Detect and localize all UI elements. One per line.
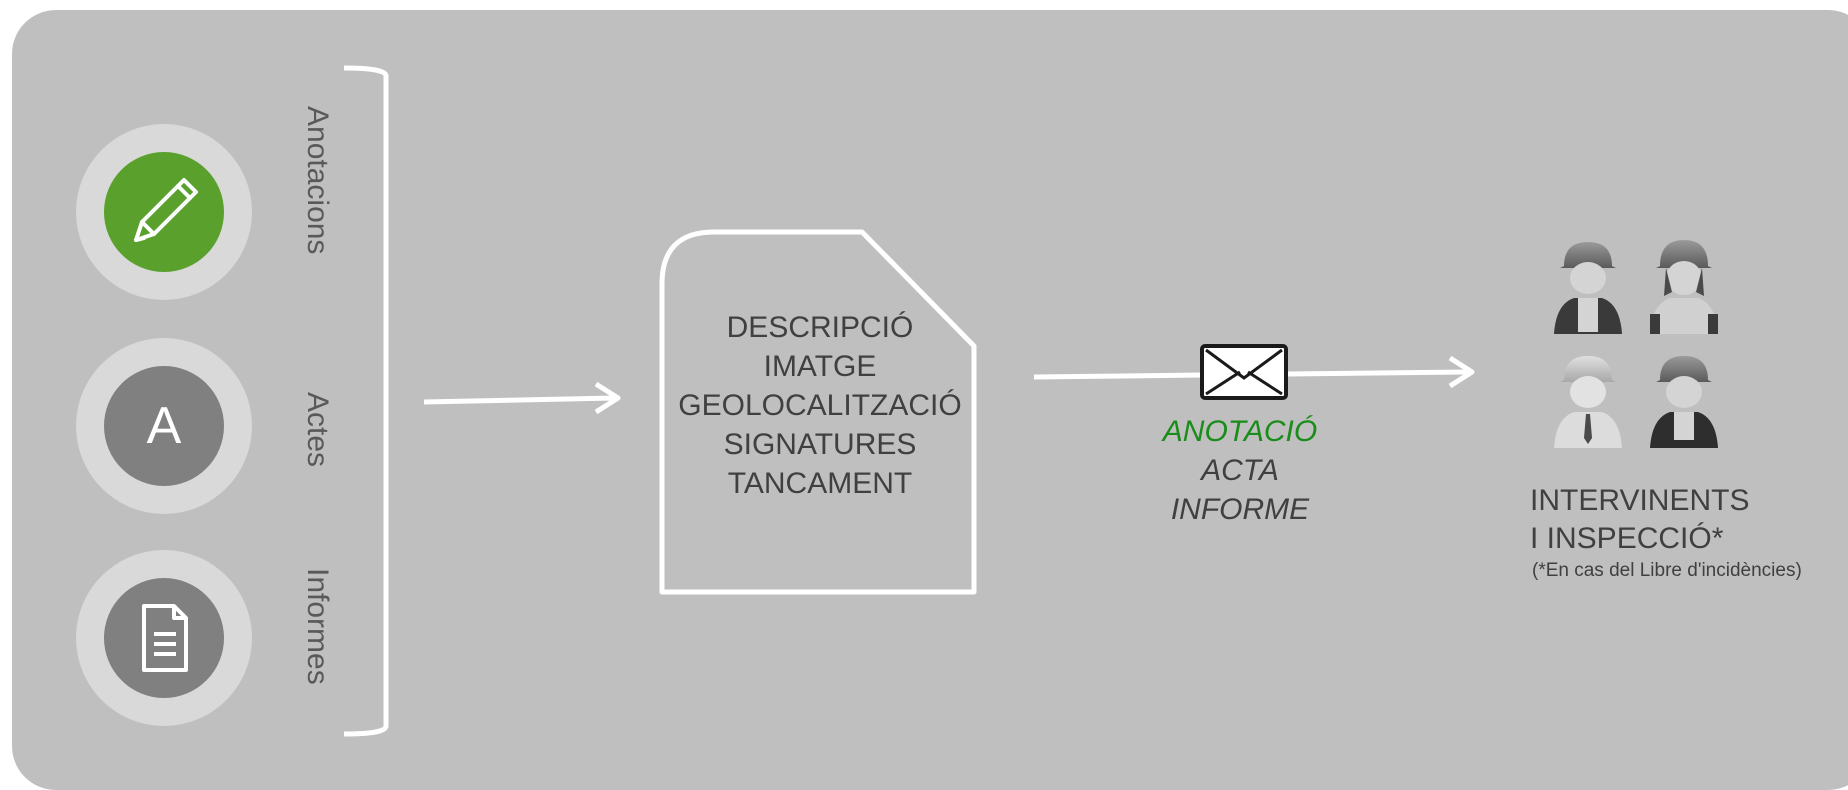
worker-icon <box>1650 240 1718 334</box>
letter-a-icon: A <box>146 397 182 455</box>
message-types: ANOTACIÓ ACTA INFORME <box>1100 412 1380 529</box>
output-line-left <box>1033 372 1203 380</box>
annotations-circle <box>76 124 252 300</box>
document-shape <box>659 229 977 595</box>
reports-icon-disc <box>104 578 224 698</box>
worker-icon <box>1554 356 1622 448</box>
field-image: IMATGE <box>763 350 877 383</box>
input-arrow-head <box>594 381 621 415</box>
flow-lines <box>343 65 1475 737</box>
workers-group-icon <box>1554 240 1718 448</box>
output-line-right <box>1287 369 1469 377</box>
diagram-background <box>12 10 1848 790</box>
recipients-line-1: INTERVINENTS <box>1530 484 1750 517</box>
reports-circle <box>76 550 252 726</box>
recipients-label: INTERVINENTS I INSPECCIÓ* <box>1530 482 1749 558</box>
worker-icon <box>1650 356 1718 448</box>
field-description: DESCRIPCIÓ <box>726 311 914 344</box>
acts-icon-disc: A <box>104 366 224 486</box>
worker-icon <box>1554 242 1622 334</box>
input-arrow-line <box>423 395 615 405</box>
annotations-icon-disc <box>104 152 224 272</box>
type-act: ACTA <box>1201 454 1279 487</box>
category-bracket <box>343 65 389 737</box>
field-signatures: SIGNATURES <box>723 428 917 461</box>
field-geolocation: GEOLOCALITZACIÓ <box>678 389 962 422</box>
document-icon <box>142 604 188 672</box>
field-closing: TANCAMENT <box>727 467 913 500</box>
envelope-icon <box>1200 344 1288 400</box>
document-fields: DESCRIPCIÓ IMATGE GEOLOCALITZACIÓ SIGNAT… <box>660 308 980 503</box>
output-arrow-head <box>1448 355 1475 389</box>
recipients-line-2: I INSPECCIÓ* <box>1530 522 1724 555</box>
pencil-icon <box>134 178 198 242</box>
type-annotation: ANOTACIÓ <box>1162 415 1318 448</box>
acts-circle: A <box>76 338 252 514</box>
recipients-note: (*En cas del Libre d'incidències) <box>1532 560 1802 581</box>
type-report: INFORME <box>1170 493 1310 526</box>
